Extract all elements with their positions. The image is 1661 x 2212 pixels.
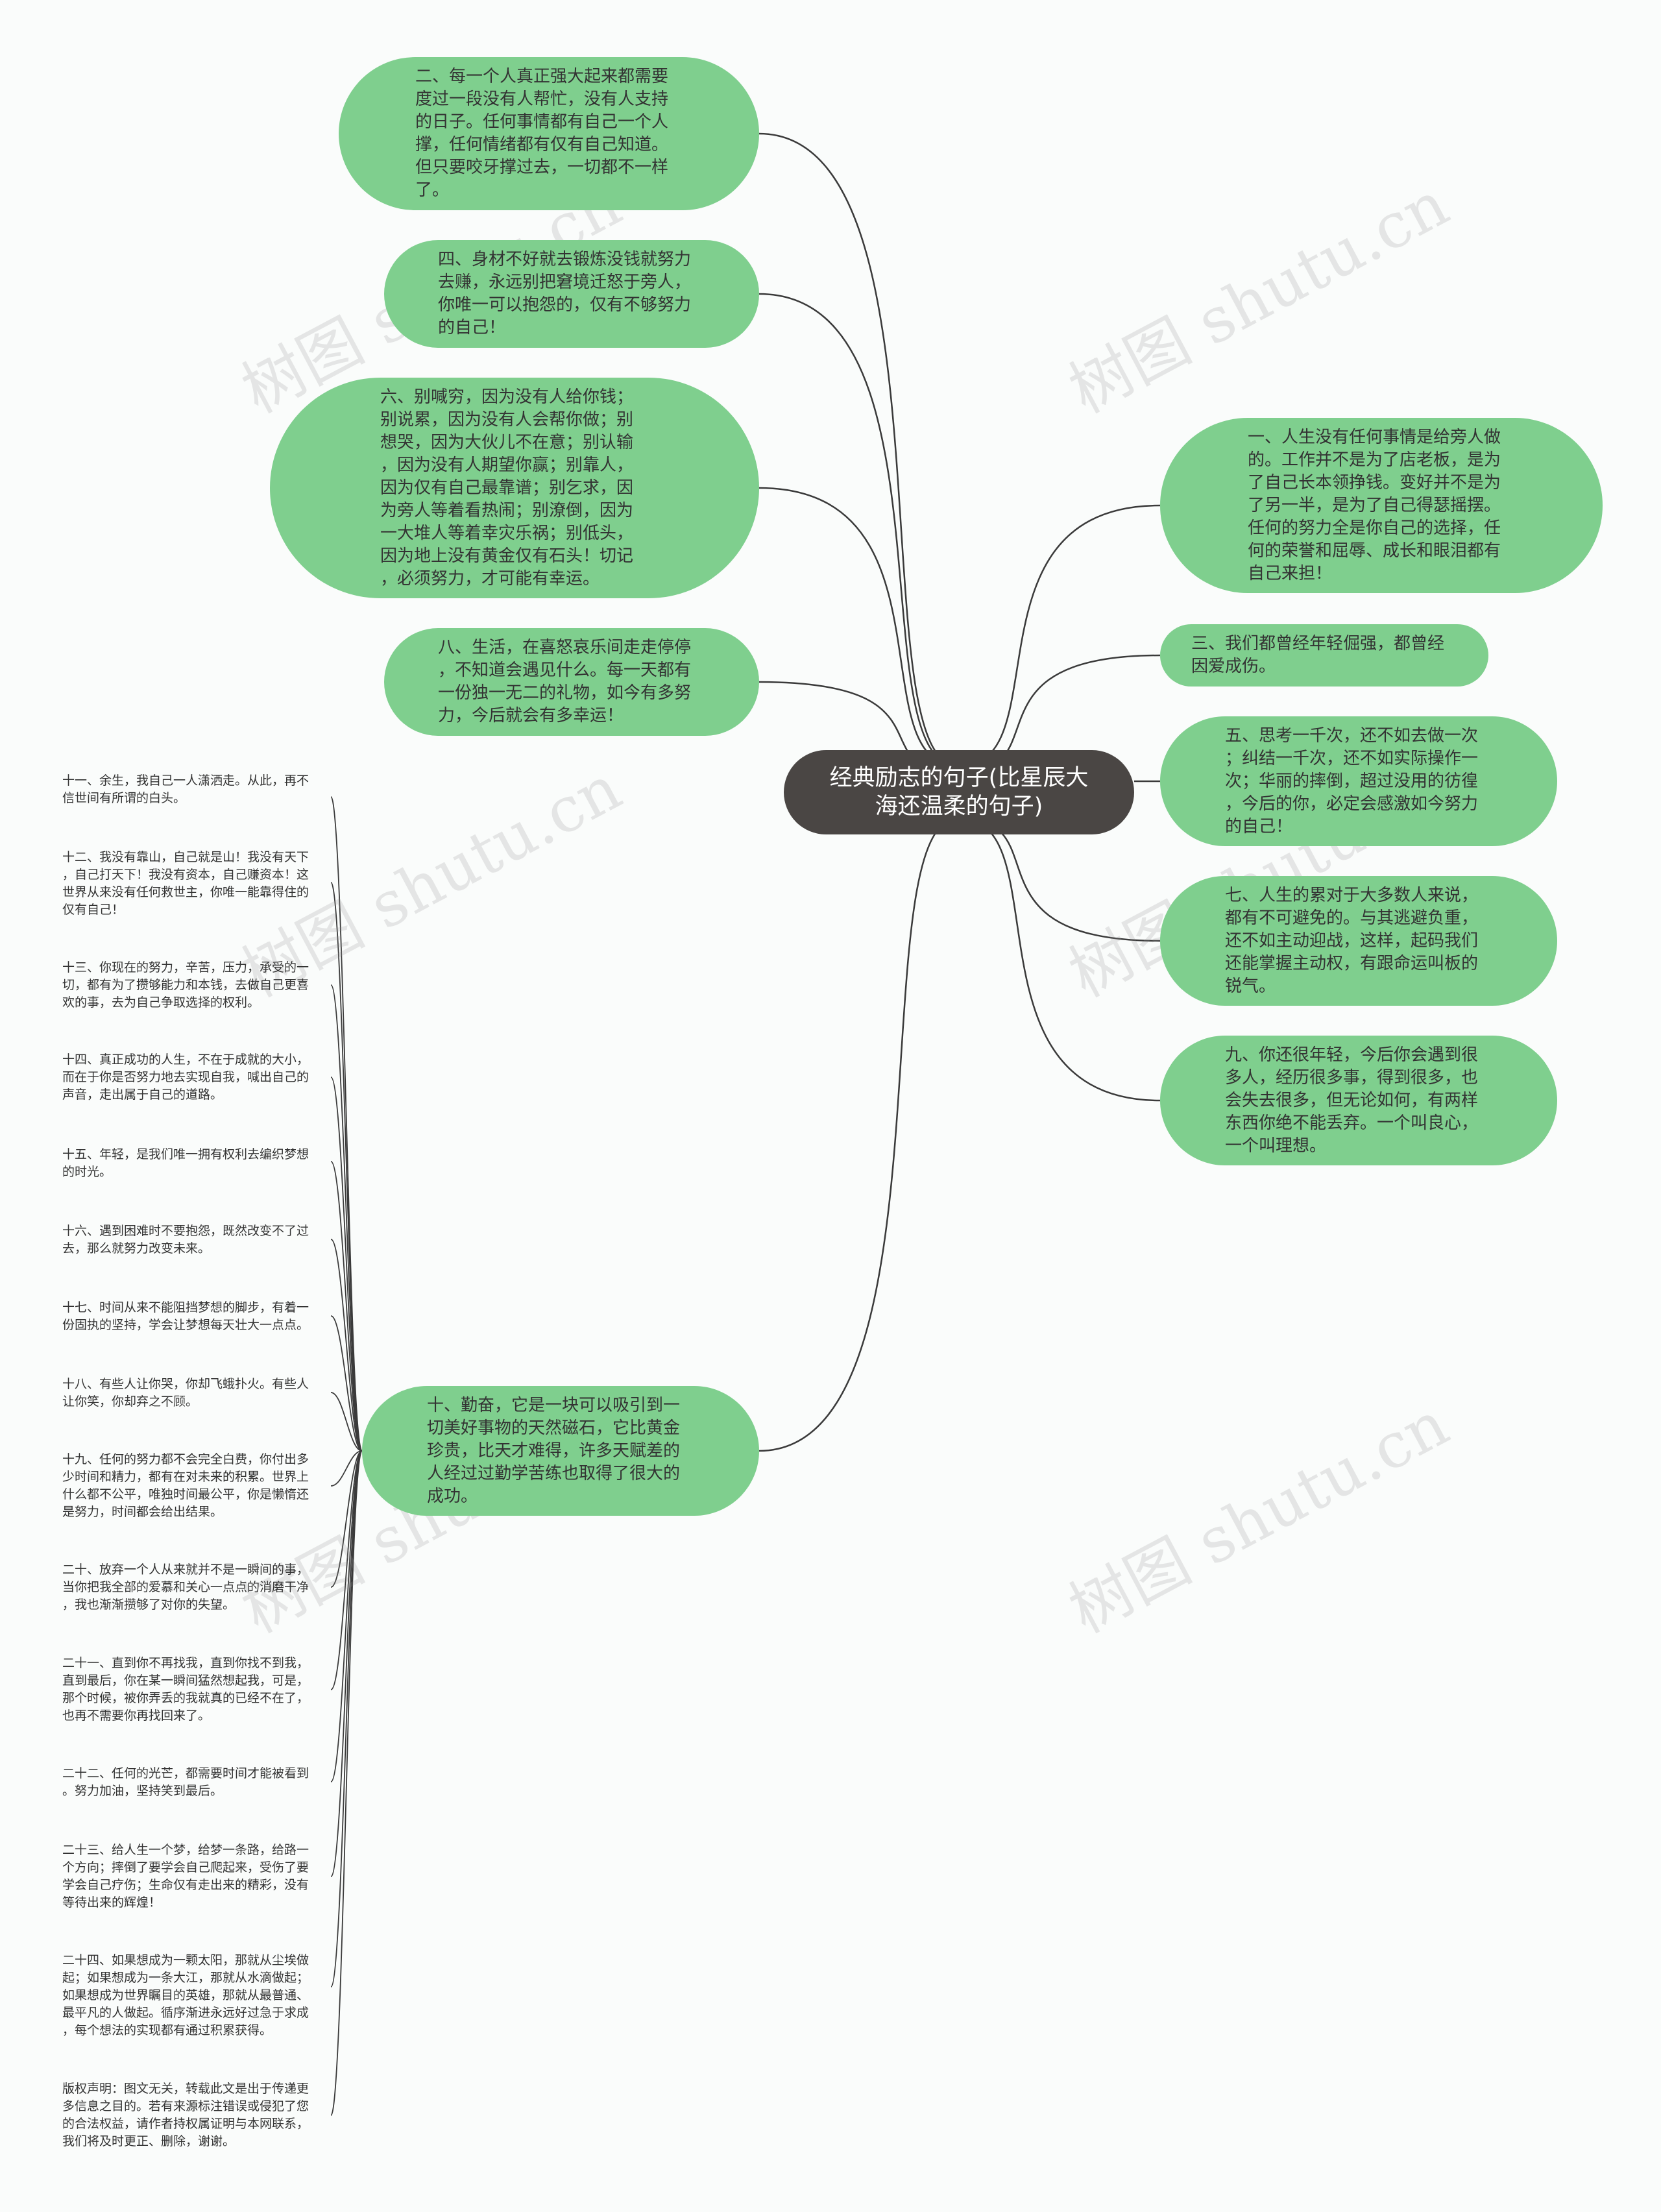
leaf-connector [330,984,363,1452]
topic-node-label: 三、我们都曾经年轻倔强，都曾经 因爱成伤。 [1191,634,1445,676]
topic-node-label: 九、你还很年轻，今后你会遇到很 多人，经历很多事，得到很多，也 会失去很多，但无… [1225,1045,1479,1156]
central-topic-label: 经典励志的句子(比星辰大 海还温柔的句子) [829,765,1089,820]
leaf-connector [330,1076,363,1452]
topic-node-label: 四、身材不好就去锻炼没钱就努力 去赚，永远别把窘境迁怒于旁人， 你唯一可以抱怨的… [438,250,692,337]
leaf-node-22[interactable]: 二十二、任何的光芒，都需要时间才能被看到 。努力加油，坚持笑到最后。 [62,1766,309,1798]
leaf-node-23[interactable]: 二十三、给人生一个梦，给梦一条路，给路一 个方向；摔倒了要学会自己爬起来，受伤了… [62,1843,309,1910]
topic-node-label: 五、思考一千次，还不如去做一次 ；纠结一千次，还不如实际操作一 次；华丽的摔倒，… [1225,725,1479,836]
topic-node-10[interactable]: 十、勤奋，它是一块可以吸引到一 切美好事物的天然磁石，它比黄金 珍贵，比天才难得… [362,1386,759,1516]
leaf-connector [330,1161,363,1452]
leaf-node-17[interactable]: 十七、时间从来不能阻挡梦想的脚步，有着一 份固执的坚持，学会让梦想每天壮大一点点… [62,1300,309,1332]
leaf-connector [330,1450,363,2116]
leaf-node-15[interactable]: 十五、年轻，是我们唯一拥有权利去编织梦想 的时光。 [62,1147,309,1179]
leaf-node-12[interactable]: 十二、我没有靠山，自己就是山！我没有天下 ，自己打天下！我没有资本，自己赚资本！… [62,850,309,917]
leaf-node-21[interactable]: 二十一、直到你不再找我，直到你找不到我， 直到最后，你在某一瞬间猛然想起我，可是… [62,1656,309,1723]
leaf-node-13[interactable]: 十三、你现在的努力，辛苦，压力，承受的一 切，都有为了攒够能力和本钱，去做自己更… [62,960,309,1010]
leaf-node-copyright[interactable]: 版权声明：图文无关，转载此文是出于传递更 多信息之目的。若有来源标注错误或侵犯了… [62,2082,309,2148]
leaf-node-14[interactable]: 十四、真正成功的人生，不在于成就的大小， 而在于你是否努力地去实现自我，喊出自己… [62,1052,309,1102]
topic-node-label: 七、人生的累对于大多数人来说， 都有不可避免的。与其逃避负重， 还不如主动迎战，… [1225,885,1479,996]
connector-to-node-6 [758,487,958,767]
leaf-connector [330,1450,363,1690]
topic-node-label: 二、每一个人真正强大起来都需要 度过一段没有人帮忙，没有人支持 的日子。任何事情… [415,67,669,200]
leaf-node-19[interactable]: 十九、任何的努力都不会完全白费，你付出多 少时间和精力，都有在对未来的积累。世界… [62,1452,309,1519]
connector-to-node-2 [758,132,958,767]
topic-node-label: 六、别喊穷，因为没有人给你钱； 别说累，因为没有人会帮你做；别 想哭，因为大伙儿… [380,387,634,589]
leaf-node-24[interactable]: 二十四、如果想成为一颗太阳，那就从尘埃做 起；如果想成为一条大江，那就从水滴做起… [62,1953,309,2037]
leaf-node-16[interactable]: 十六、遇到困难时不要抱怨，既然改变不了过 去，那么就努力改变未来。 [62,1224,309,1256]
leaf-connector [330,1315,363,1452]
topic-node-6[interactable]: 六、别喊穷，因为没有人给你钱； 别说累，因为没有人会帮你做；别 想哭，因为大伙儿… [270,378,759,598]
leaf-connector [330,1450,363,1782]
central-topic[interactable]: 经典励志的句子(比星辰大 海还温柔的句子) [784,750,1134,834]
topic-node-8[interactable]: 八、生活，在喜怒哀乐间走走停停 ，不知道会遇见什么。每一天都有 一份独一无二的礼… [384,628,759,736]
topic-node-3[interactable]: 三、我们都曾经年轻倔强，都曾经 因爱成伤。 [1160,624,1488,687]
topic-node-2[interactable]: 二、每一个人真正强大起来都需要 度过一段没有人帮忙，没有人支持 的日子。任何事情… [339,57,759,210]
leaf-connector [330,1450,363,1987]
leaf-connector [330,882,363,1452]
leaf-node-11[interactable]: 十一、余生，我自己一人潇洒走。从此，再不 信世间有所谓的白头。 [62,773,309,805]
leaf-node-18[interactable]: 十八、有些人让你哭，你却飞蛾扑火。有些人 让你笑，你却弃之不顾。 [62,1377,309,1409]
connector-to-node-1 [960,504,1161,767]
leaf-connector [330,1239,363,1452]
leaf-node-20[interactable]: 二十、放弃一个人从来就并不是一瞬间的事， 当你把我全部的爱慕和关心一点点的消磨干… [62,1562,309,1612]
topic-node-9[interactable]: 九、你还很年轻，今后你会遇到很 多人，经历很多事，得到很多，也 会失去很多，但无… [1160,1036,1557,1165]
topic-node-label: 十、勤奋，它是一块可以吸引到一 切美好事物的天然磁石，它比黄金 珍贵，比天才难得… [427,1395,681,1506]
topic-node-label: 八、生活，在喜怒哀乐间走走停停 ，不知道会遇见什么。每一天都有 一份独一无二的礼… [438,638,692,725]
connector-to-node-4 [758,293,958,767]
leaf-connector [330,1450,363,1877]
topic-node-5[interactable]: 五、思考一千次，还不如去做一次 ；纠结一千次，还不如实际操作一 次；华丽的摔倒，… [1160,716,1557,846]
connector-to-node-9 [960,818,1161,1102]
topic-node-label: 一、人生没有任何事情是给旁人做 的。工作并不是为了店老板，是为 了自己长本领挣钱… [1248,427,1501,583]
topic-node-1[interactable]: 一、人生没有任何事情是给旁人做 的。工作并不是为了店老板，是为 了自己长本领挣钱… [1160,418,1603,593]
leaf-connector [330,1450,363,1487]
connector-to-node-10 [758,818,958,1452]
topic-node-4[interactable]: 四、身材不好就去锻炼没钱就努力 去赚，永远别把窘境迁怒于旁人， 你唯一可以抱怨的… [384,240,759,348]
topic-node-7[interactable]: 七、人生的累对于大多数人来说， 都有不可避免的。与其逃避负重， 还不如主动迎战，… [1160,876,1557,1006]
leaf-connector [330,1392,363,1452]
connector-to-node-7 [960,818,1161,942]
leaf-connector [330,1450,363,1588]
